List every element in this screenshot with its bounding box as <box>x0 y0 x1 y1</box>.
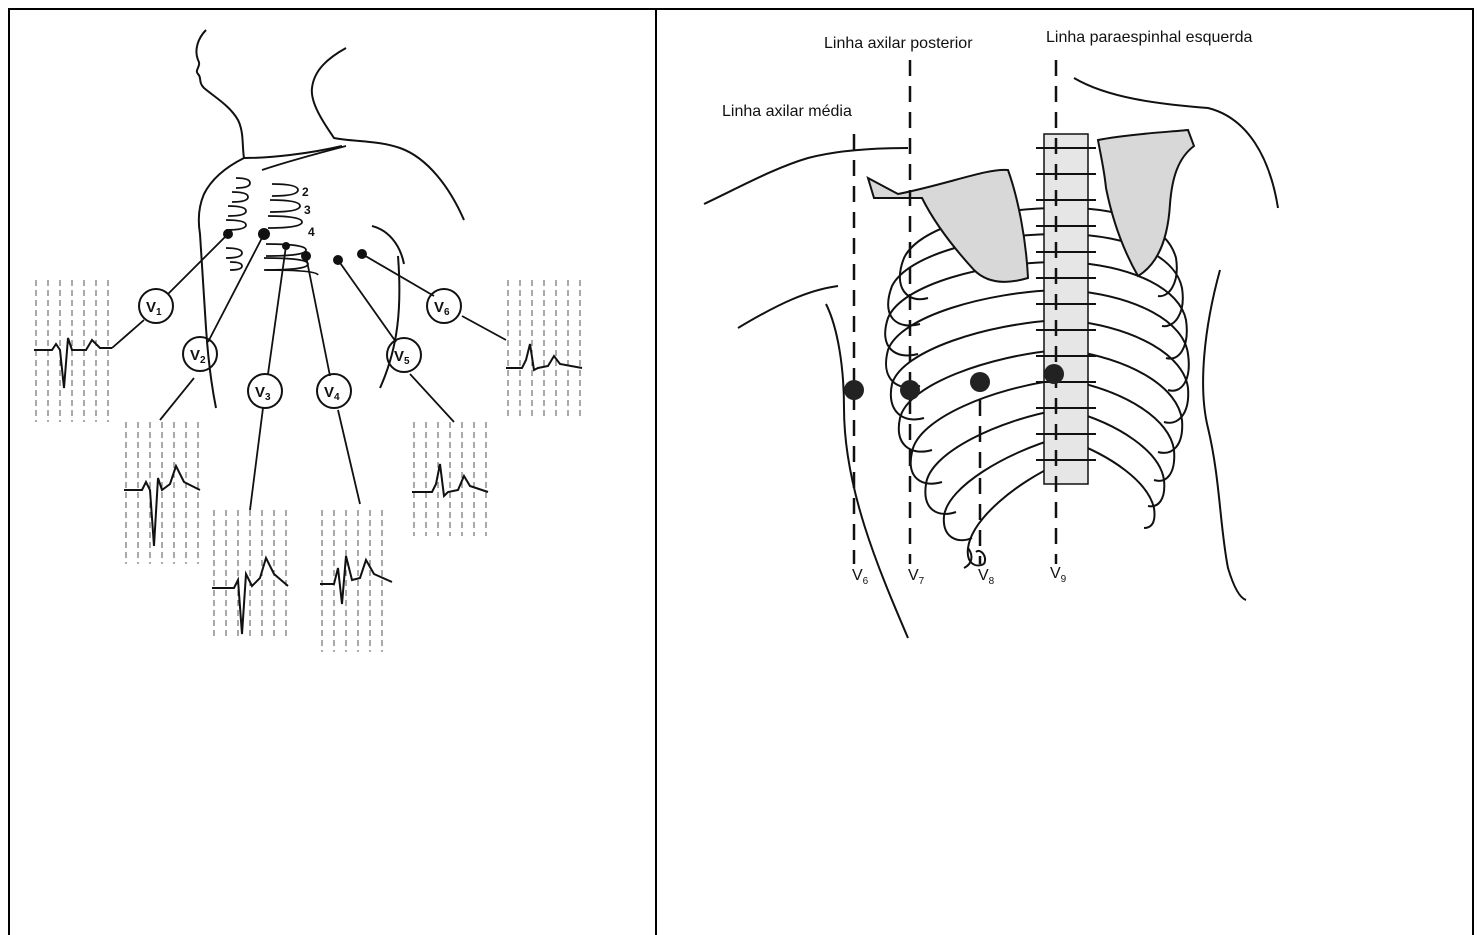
lead-letter: V <box>852 567 863 584</box>
lead-letter: V <box>324 384 334 401</box>
lead-letter: V <box>978 567 989 584</box>
lead-subscript: 3 <box>265 392 271 403</box>
lead-label-v6: V6 <box>852 567 869 587</box>
intercostal-number-3: 3 <box>304 203 311 217</box>
right-scapula <box>1098 130 1194 276</box>
intercostal-number-2: 2 <box>302 185 309 199</box>
ecg-strip-v4 <box>320 510 392 652</box>
spine <box>1036 134 1096 484</box>
posterior-axillary-label: Linha axilar posterior <box>824 35 973 52</box>
posterior-lead-labels: V6 V7 V8 V9 <box>852 565 1067 587</box>
mid-axillary-label: Linha axilar média <box>722 103 852 120</box>
lead-letter: V <box>255 384 265 401</box>
electrode-v8 <box>970 372 990 392</box>
left-scapula <box>868 170 1028 282</box>
figure-table: 2 3 4 V1 <box>8 8 1474 935</box>
lead-subscript: 1 <box>156 307 162 318</box>
lead-letter: V <box>1050 565 1061 582</box>
lead-marker-v3: V3 <box>248 374 282 408</box>
table-borders <box>8 8 1474 935</box>
ecg-strip-v3 <box>212 510 288 640</box>
intercostal-numbers: 2 3 4 <box>302 185 315 239</box>
lead-subscript: 6 <box>444 307 450 318</box>
lead-letter: V <box>190 347 200 364</box>
sternum-ribs <box>226 146 346 275</box>
line-labels: Linha axilar posterior Linha paraespinha… <box>722 29 1252 120</box>
back-outline <box>704 78 1278 638</box>
lead-letter: V <box>146 299 156 316</box>
lead-subscript: 4 <box>334 392 340 403</box>
lead-label-v7: V7 <box>908 567 925 587</box>
ecg-strip-v6 <box>506 280 582 416</box>
lead-subscript: 8 <box>989 576 995 587</box>
lead-subscript: 6 <box>863 576 869 587</box>
torso-outline <box>196 30 464 408</box>
posterior-electrodes <box>844 364 1064 400</box>
lead-marker-v6: V6 <box>427 289 461 323</box>
posterior-lead-diagram: Linha axilar posterior Linha paraespinha… <box>704 29 1278 638</box>
lead-marker-v1: V1 <box>139 289 173 323</box>
lead-markers: V1 V2 V3 V4 V5 V6 <box>139 289 461 408</box>
reference-lines <box>854 60 1056 564</box>
svg-text:V4: V4 <box>324 384 340 403</box>
lead-subscript: 5 <box>404 356 410 367</box>
lead-subscript: 7 <box>919 576 925 587</box>
precordial-lead-diagram: 2 3 4 V1 <box>34 30 582 652</box>
svg-text:V6: V6 <box>434 299 450 318</box>
electrode-v6 <box>844 380 864 400</box>
electrode-v7 <box>900 380 920 400</box>
lead-subscript: 2 <box>200 355 206 366</box>
lead-letter: V <box>394 348 404 365</box>
paraspinal-label: Linha paraespinhal esquerda <box>1046 29 1252 46</box>
ecg-strip-v5 <box>412 422 488 536</box>
lead-label-v9: V9 <box>1050 565 1067 585</box>
intercostal-number-4: 4 <box>308 225 315 239</box>
lead-marker-v4: V4 <box>317 374 351 408</box>
lead-subscript: 9 <box>1061 574 1067 585</box>
lead-connector-lines <box>112 234 506 510</box>
svg-text:V5: V5 <box>394 348 410 367</box>
lead-letter: V <box>908 567 919 584</box>
svg-text:V1: V1 <box>146 299 162 318</box>
electrode-v9 <box>1044 364 1064 384</box>
svg-text:V2: V2 <box>190 347 206 366</box>
svg-text:V3: V3 <box>255 384 271 403</box>
ecg-strip-v2 <box>124 422 200 564</box>
lead-letter: V <box>434 299 444 316</box>
lead-label-v8: V8 <box>978 567 995 587</box>
ecg-strip-v1 <box>34 280 112 422</box>
lead-marker-v2: V2 <box>183 337 217 371</box>
scapulae <box>868 130 1194 282</box>
